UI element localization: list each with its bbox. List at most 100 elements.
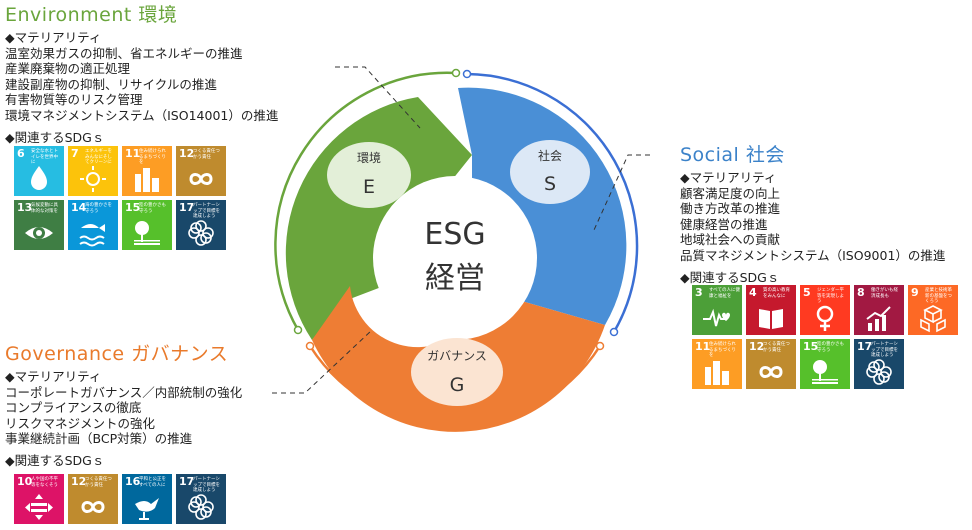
ring-dot <box>609 327 619 337</box>
sdg-goal-label: つくる責任つかう責任 <box>85 477 112 488</box>
sdg-goal-number: 12 <box>71 475 87 488</box>
sdg-goal-label: 安全な水とトイレを世界中に <box>31 149 58 165</box>
sdg-goal-number: 11 <box>695 340 711 353</box>
sdg-goal-number: 14 <box>71 201 87 214</box>
sdg-goal-number: 15 <box>803 340 819 353</box>
environment-sdg-heading: ◆関連するSDGｓ <box>5 129 105 145</box>
sdg-goal-number: 8 <box>857 286 865 299</box>
sdg-goal-label: 産業と技術革新の基盤をつくろう <box>925 288 952 304</box>
list-item: 品質マネジメントシステム（ISO9001）の推進 <box>680 247 946 263</box>
ring-dot <box>451 68 461 78</box>
book-icon <box>759 309 783 329</box>
sdg-goal-label: 平和と公正をすべての人に <box>139 477 166 488</box>
environment-outer-ring <box>274 71 457 331</box>
sdg-goal-number: 4 <box>749 286 757 299</box>
city-icon <box>135 168 159 192</box>
sdg-goal-label: 陸の豊かさも守ろう <box>139 203 166 214</box>
list-item: 温室効果ガスの抑制、省エネルギーの推進 <box>5 45 243 61</box>
center-title: ESG <box>424 217 485 252</box>
social-sdg-heading: ◆関連するSDGｓ <box>680 269 780 285</box>
sdg-goal-number: 16 <box>125 475 141 488</box>
sdg-goal-label: 気候変動に具体的な対策を <box>31 203 58 214</box>
sdg-goal-number: 11 <box>125 147 141 160</box>
sdg-goal-label: 陸の豊かさも守ろう <box>817 342 844 353</box>
environment-materiality-list: 温室効果ガスの抑制、省エネルギーの推進 産業廃棄物の適正処理 建設副産物の抑制、… <box>5 46 278 124</box>
list-item: 有害物質等のリスク管理 <box>5 92 143 108</box>
sdg-goal-number: 10 <box>17 475 33 488</box>
sdg-goal-number: 17 <box>179 475 195 488</box>
sdg-goal-number: 15 <box>125 201 141 214</box>
infinity-icon <box>81 501 105 513</box>
ring-dot <box>305 341 315 351</box>
social-leader-line <box>593 154 650 231</box>
sdg-goal-number: 17 <box>179 201 195 214</box>
social-section: Social 社会 ◆マテリアリティ 顧客満足度の向上 働き方改革の推進 健康経… <box>680 146 945 285</box>
ring-dot <box>293 325 303 335</box>
list-item: 産業廃棄物の適正処理 <box>5 61 131 77</box>
center-subtitle: 経営 <box>425 261 485 296</box>
infinity-icon <box>759 366 783 378</box>
sdg-goal-label: パートナーシップで目標を達成しよう <box>871 342 898 358</box>
sdg-goal-label: ジェンダー平等を実現しよう <box>817 288 844 304</box>
heartbeat-icon <box>703 308 730 327</box>
sdg-goal-label: 働きがいも経済成長も <box>871 288 898 299</box>
sdg-goal-label: エネルギーをみんなにそしてクリーンに <box>85 149 112 165</box>
sdg-goal-label: 住み続けられるまちづくりを <box>139 149 166 165</box>
ring-dot <box>595 341 605 351</box>
social-segment <box>458 87 627 325</box>
sun-icon <box>80 166 106 192</box>
governance-label-bubble <box>411 338 503 406</box>
environment-materiality-heading: ◆マテリアリティ <box>5 30 102 45</box>
governance-section: Governance ガバナンス ◆マテリアリティ コーポレートガバナンス／内部… <box>5 345 242 469</box>
social-outer-ring <box>466 72 639 333</box>
list-item: 事業継続計画（BCP対策）の推進 <box>5 431 193 447</box>
list-item: 働き方改革の推進 <box>680 201 781 217</box>
eye-globe-icon <box>25 227 53 239</box>
governance-materiality-list: コーポレートガバナンス／内部統制の強化 コンプライアンスの徹底 リスクマネジメン… <box>5 385 242 447</box>
social-materiality-heading: ◆マテリアリティ <box>680 170 777 185</box>
sdg-goal-number: 13 <box>17 201 33 214</box>
social-title: Social 社会 <box>680 144 785 166</box>
sdg-goal-label: パートナーシップで目標を達成しよう <box>193 203 220 219</box>
list-item: 地域社会への貢献 <box>680 232 781 248</box>
water-drop-icon <box>31 166 47 190</box>
governance-materiality-heading: ◆マテリアリティ <box>5 369 102 384</box>
cubes-icon <box>920 305 946 333</box>
environment-leader-line <box>335 66 421 129</box>
governance-label-jp: ガバナンス <box>427 349 487 363</box>
environment-letter: E <box>363 176 375 198</box>
environment-section: Environment 環境 ◆マテリアリティ 温室効果ガスの抑制、省エネルギー… <box>5 6 278 145</box>
governance-title: Governance ガバナンス <box>5 343 229 365</box>
environment-label-jp: 環境 <box>357 150 381 165</box>
flower-icon <box>866 359 892 385</box>
dove-icon <box>135 498 159 520</box>
sdg-goal-label: すべての人に健康と福祉を <box>709 288 741 299</box>
governance-letter: G <box>450 374 465 396</box>
tree-icon <box>134 221 160 245</box>
sdg-goal-label: 質の高い教育をみんなに <box>763 288 790 299</box>
sdg-goal-label: 海の豊かさを守ろう <box>85 203 112 214</box>
environment-segment <box>285 97 472 340</box>
sdg-goal-number: 12 <box>179 147 195 160</box>
environment-label-bubble <box>327 142 411 208</box>
governance-leader-line <box>272 329 373 394</box>
ring-dot <box>462 69 472 79</box>
sdg-goal-label: パートナーシップで目標を達成しよう <box>193 477 220 493</box>
list-item: 環境マネジメントシステム（ISO14001）の推進 <box>5 107 279 123</box>
